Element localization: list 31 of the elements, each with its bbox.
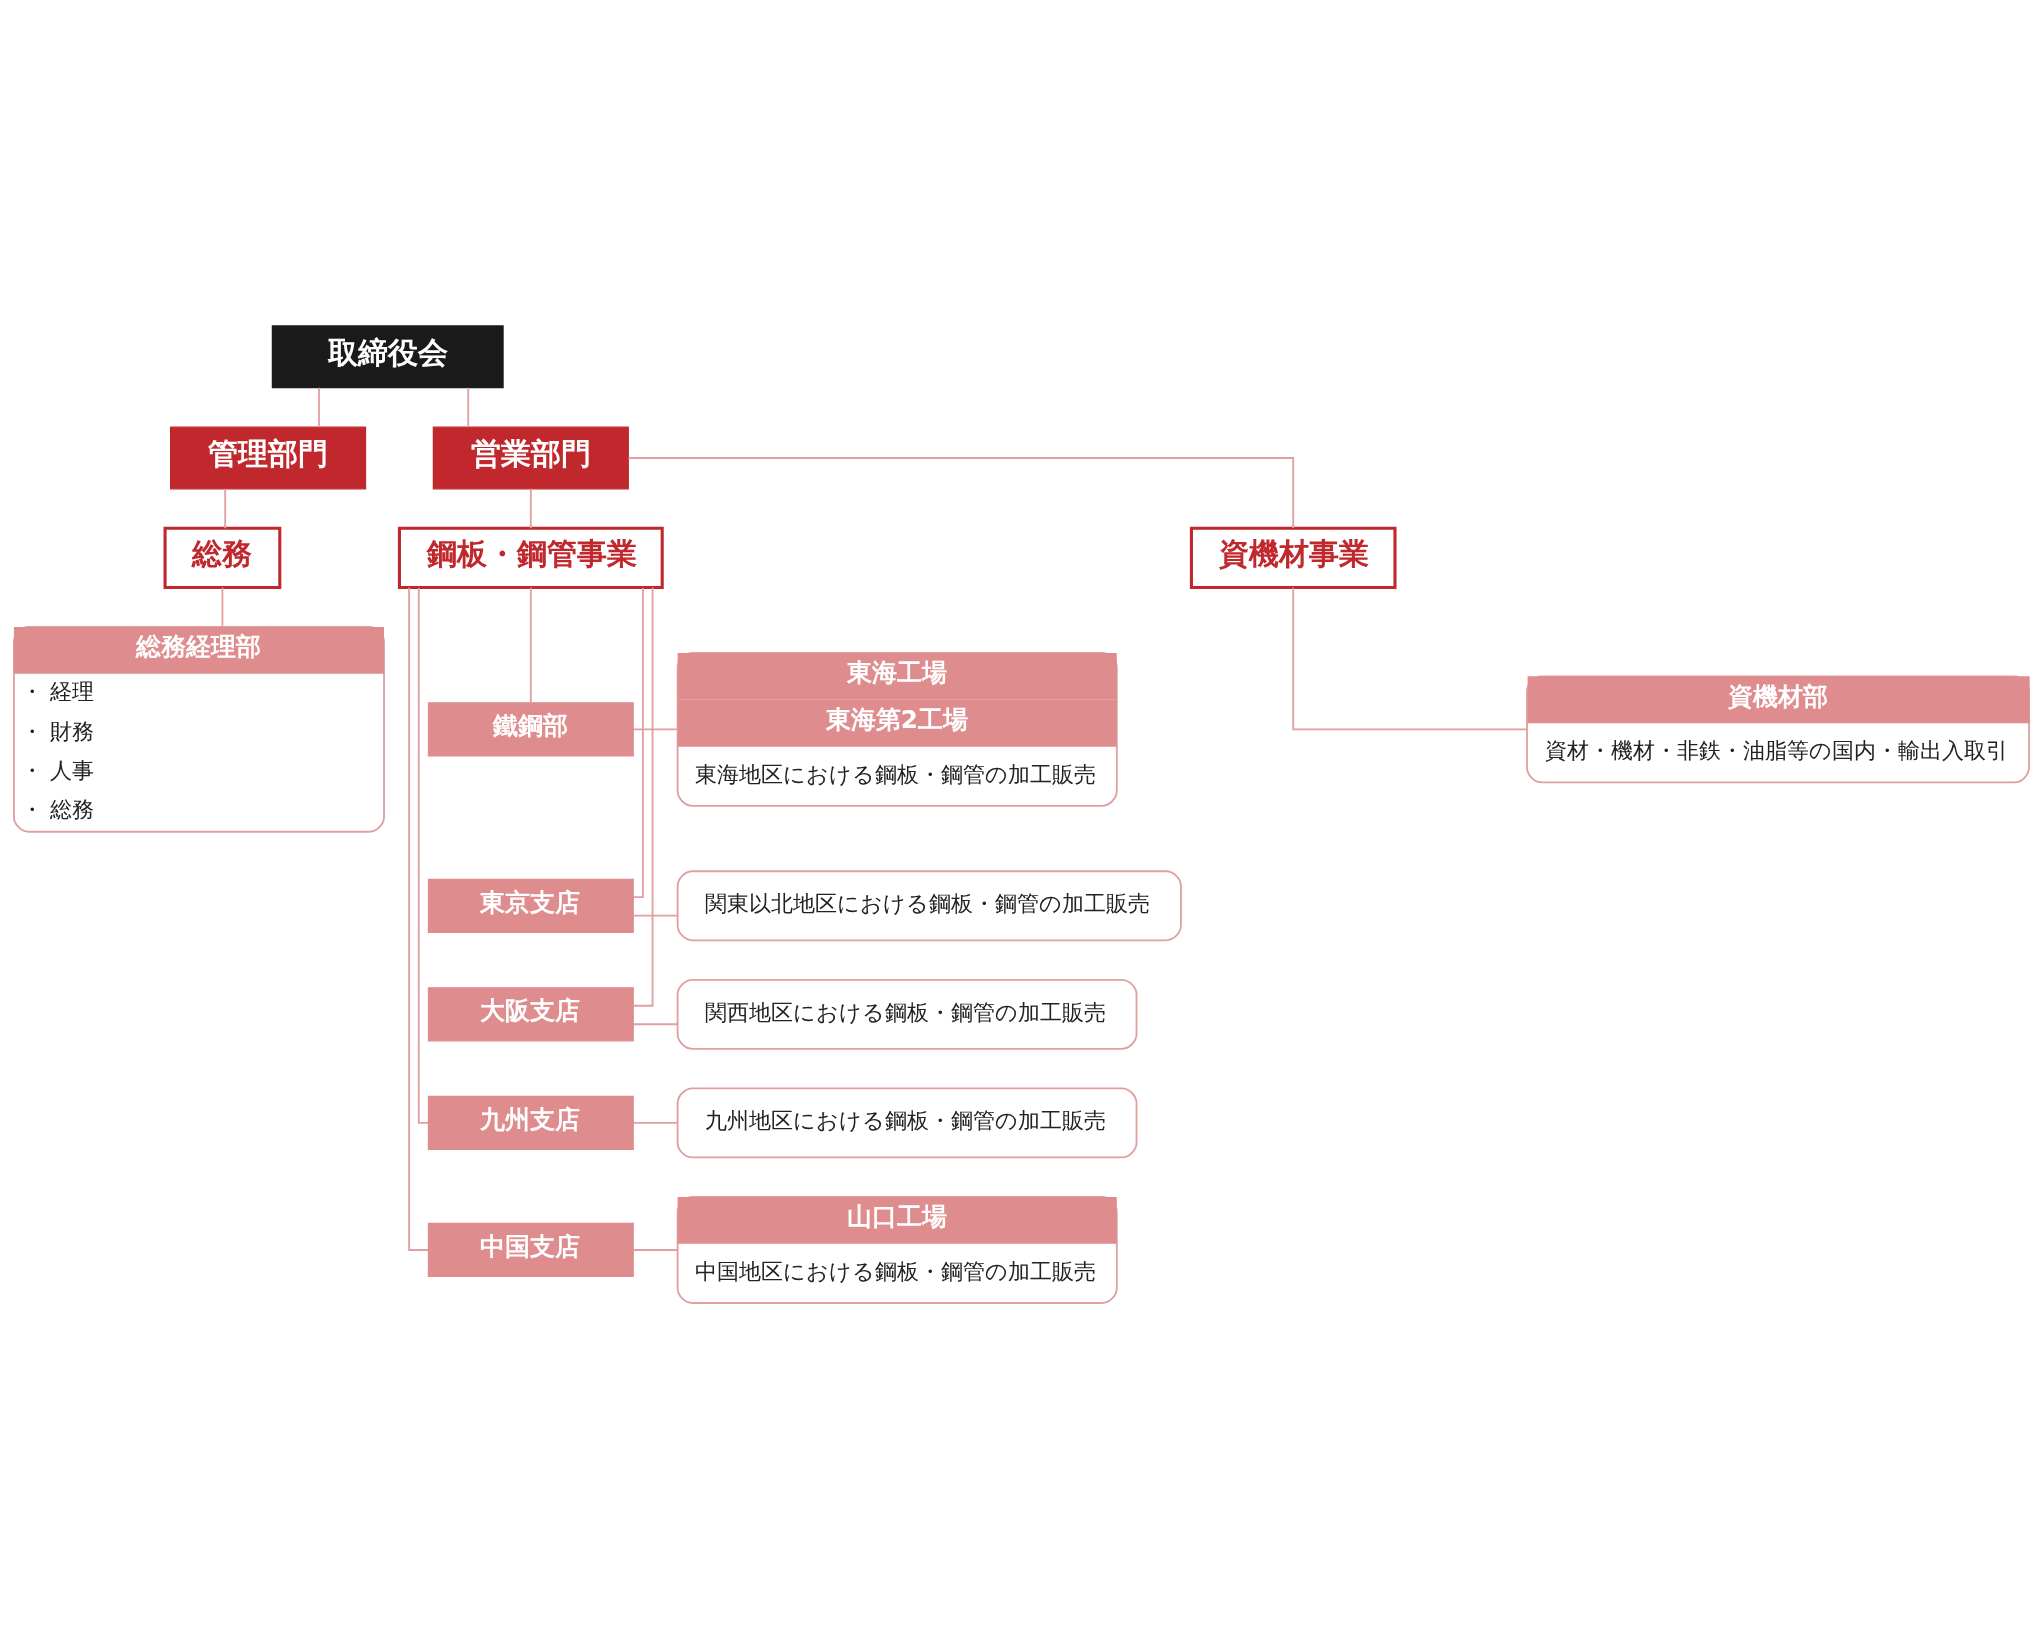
node-box: 鋼板・鋼管事業 xyxy=(397,526,664,589)
node-box: 中国支店 xyxy=(427,1222,634,1277)
connector xyxy=(631,1248,678,1251)
connector xyxy=(317,386,320,428)
node-box: 資機材事業 xyxy=(1189,526,1396,589)
connector xyxy=(466,386,469,428)
connector xyxy=(529,487,532,529)
connector xyxy=(632,914,678,917)
node-box: 九州支店 xyxy=(427,1095,634,1150)
connector xyxy=(632,1121,678,1124)
connector xyxy=(221,586,223,628)
node-box: 営業部門 xyxy=(432,426,629,489)
connector xyxy=(631,586,644,898)
connector xyxy=(529,586,532,704)
node-box: 九州地区における鋼板・鋼管の加工販売 xyxy=(676,1086,1137,1158)
connector xyxy=(631,727,678,730)
node-box: 総務 xyxy=(163,526,281,589)
connector xyxy=(632,586,653,1007)
node-box: 取締役会 xyxy=(271,324,504,388)
connector xyxy=(223,487,226,529)
node-box: 鐵鋼部 xyxy=(427,701,634,756)
node-box: 関東以北地区における鋼板・鋼管の加工販売 xyxy=(676,869,1182,941)
node-box: 大阪支店 xyxy=(427,986,634,1041)
node-box: 関西地区における鋼板・鋼管の加工販売 xyxy=(676,978,1137,1050)
connector xyxy=(407,586,429,1251)
node-box: 管理部門 xyxy=(169,426,366,489)
connector xyxy=(1291,586,1528,730)
connector xyxy=(417,586,429,1124)
node-box: 東京支店 xyxy=(427,878,634,933)
connector xyxy=(627,456,1294,529)
connector xyxy=(632,1022,678,1025)
